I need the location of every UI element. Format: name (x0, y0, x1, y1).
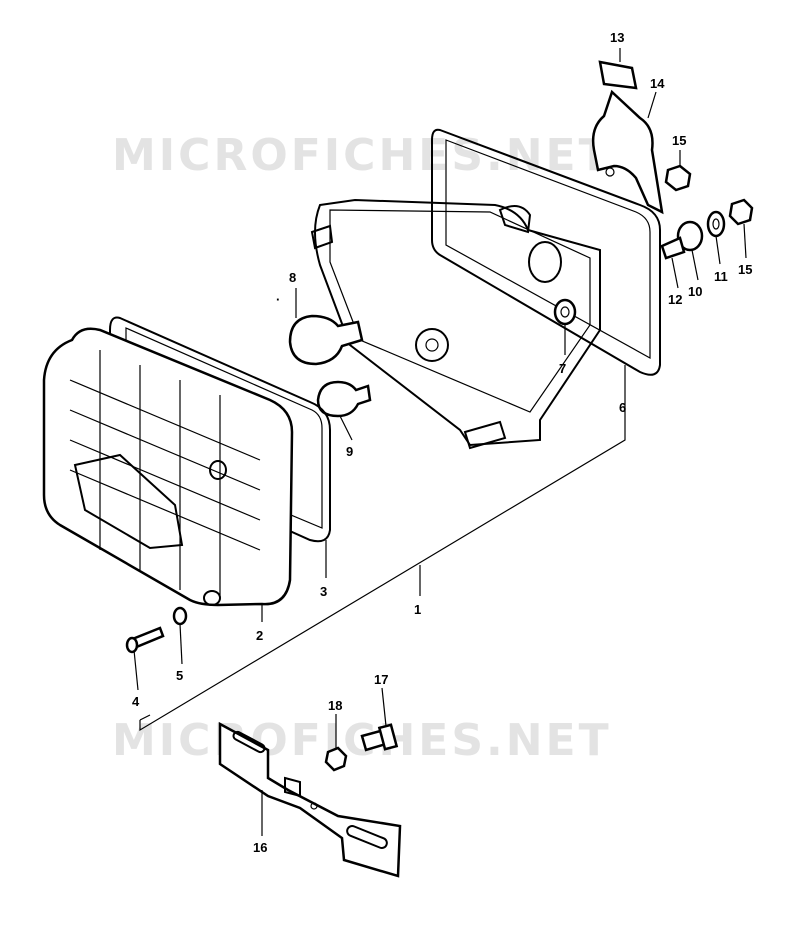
housing-bolt-boss (415, 328, 449, 362)
label-part-9: 9 (346, 444, 353, 459)
grommet-part-7 (553, 298, 577, 326)
label-part-5: 5 (176, 668, 183, 683)
leader-4 (133, 649, 139, 691)
washer-part-11 (706, 210, 726, 238)
watermark-top: MICROFICHES.NET (112, 130, 612, 181)
leader-15b (743, 223, 747, 259)
bracket-part-14 (591, 89, 664, 215)
label-part-8: 8 (289, 270, 296, 285)
housing-bolt-hole (425, 338, 439, 352)
label-part-4: 4 (132, 694, 140, 709)
leader-17 (381, 687, 387, 727)
license-bracket-slot-right (346, 825, 388, 849)
nut-part-18 (324, 746, 348, 772)
lamp-housing (314, 198, 601, 447)
lens-gasket-part-3 (109, 316, 331, 543)
label-part-13: 13 (610, 30, 624, 45)
watermark-bottom: MICROFICHES.NET (112, 715, 612, 766)
bulb-part-9 (316, 380, 372, 418)
rubber-part-13 (598, 60, 638, 90)
label-part-12: 12 (668, 292, 682, 307)
label-part-3: 3 (320, 584, 327, 599)
bulb-part-8 (288, 314, 364, 366)
label-part-6: 6 (619, 400, 626, 415)
leader-9 (339, 415, 353, 441)
label-part-18: 18 (328, 698, 342, 713)
bulb-part-8-dot: · (276, 292, 280, 307)
lens-corner-bolt-bottom (203, 590, 221, 606)
label-part-17: 17 (374, 672, 388, 687)
leader-5 (179, 623, 183, 665)
spacer-part-12 (660, 236, 686, 260)
housing-left-stud (310, 224, 334, 250)
assembly-bracket-line (139, 395, 626, 732)
label-part-15-right: 15 (738, 262, 752, 277)
lamp-housing-rim (329, 209, 591, 413)
lens-corner-bolt-top (209, 460, 227, 480)
washer-part-10 (676, 220, 704, 252)
screw-part-4-head (125, 636, 139, 654)
grommet-part-7-hole (560, 306, 570, 318)
lens-facet-pattern (69, 350, 261, 600)
nut-part-15-right (728, 198, 754, 226)
gasket-frame-part-6 (431, 128, 661, 376)
license-bracket-tab (284, 776, 301, 798)
leader-11 (715, 235, 721, 265)
license-bracket-hole (310, 802, 318, 810)
housing-socket-hole (528, 241, 562, 283)
housing-top-bulb-socket (498, 205, 532, 234)
leader-14 (647, 91, 657, 119)
lens-reflector-window (73, 453, 184, 550)
label-part-15-top: 15 (672, 133, 686, 148)
label-part-1: 1 (414, 602, 421, 617)
housing-stud (463, 420, 507, 450)
bracket-hole (605, 167, 615, 177)
leader-12 (671, 257, 679, 289)
bolt-part-17-head (377, 723, 399, 751)
license-bracket-slot-left (232, 730, 266, 754)
leader-10 (691, 249, 699, 281)
label-part-16: 16 (253, 840, 267, 855)
gasket-frame-inner (445, 139, 651, 360)
washer-part-11-hole (712, 218, 720, 230)
nut-part-15-top (664, 164, 692, 192)
assembly-bracket-tick (139, 714, 151, 721)
label-part-7: 7 (559, 361, 566, 376)
label-part-14: 14 (650, 76, 665, 91)
label-part-11: 11 (714, 269, 728, 284)
label-part-10: 10 (688, 284, 702, 299)
washer-part-5 (172, 606, 188, 626)
label-part-2: 2 (256, 628, 263, 643)
lens-part-2 (42, 327, 294, 607)
lens-gasket-inner (125, 327, 323, 529)
